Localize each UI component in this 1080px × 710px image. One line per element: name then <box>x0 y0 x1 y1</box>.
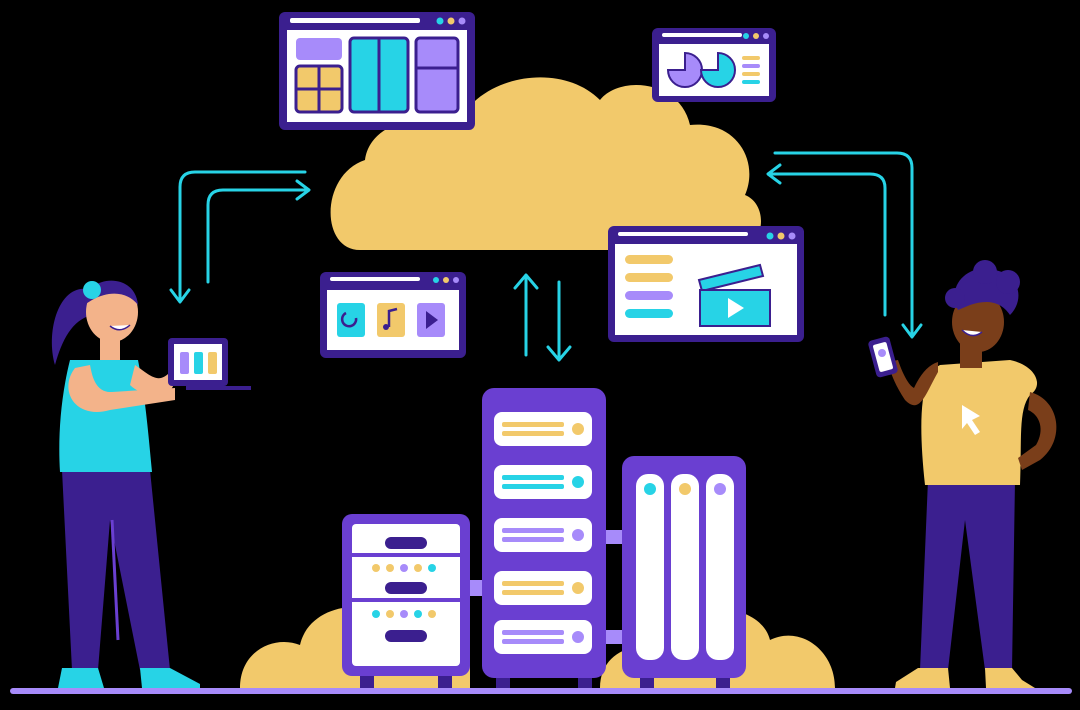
man-with-phone <box>868 260 1057 688</box>
sync-arrow-right <box>766 151 923 339</box>
clapperboard-icon <box>697 263 771 327</box>
server-icon <box>342 388 746 688</box>
woman-with-tablet <box>51 280 251 688</box>
ground-line <box>10 688 1072 694</box>
media-window <box>320 272 466 358</box>
upload-download-arrows <box>513 273 572 362</box>
dashboard-window <box>279 12 475 130</box>
sync-arrow-left <box>169 170 311 304</box>
cloud-icon <box>330 77 762 250</box>
pie-chart-window <box>652 28 776 102</box>
video-window <box>608 226 804 342</box>
